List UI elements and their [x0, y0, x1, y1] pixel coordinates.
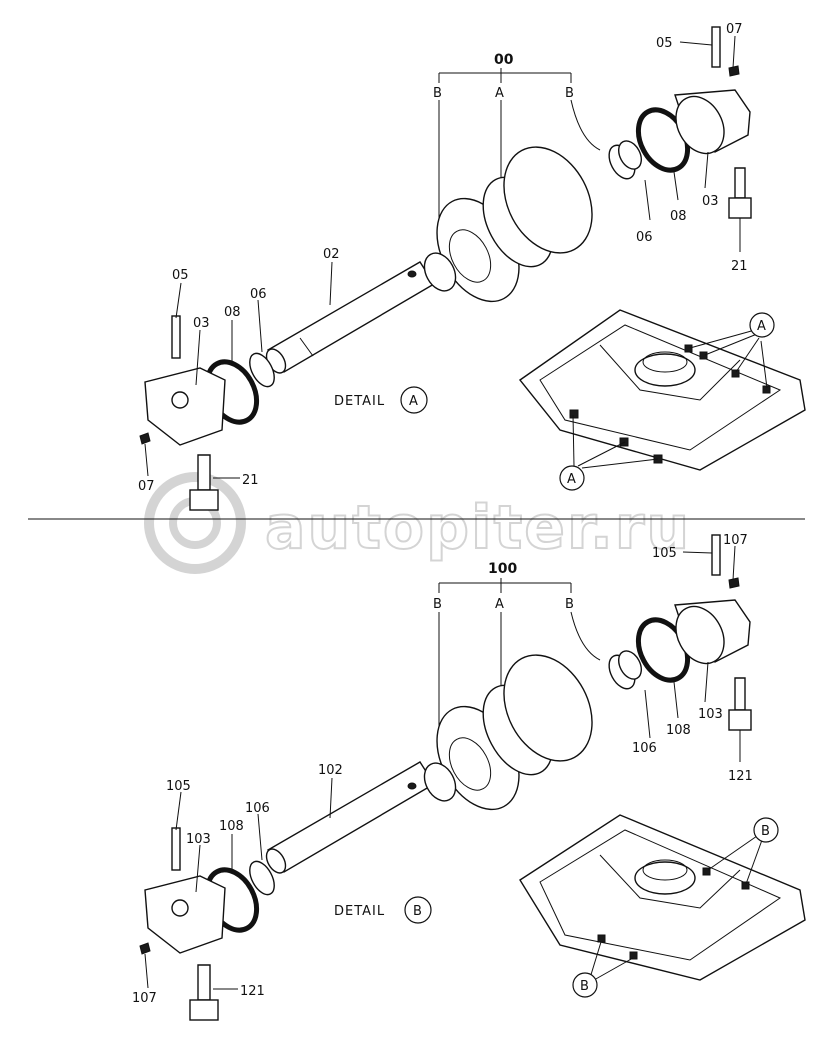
- lower-bracket-b-right: B: [565, 597, 574, 612]
- upper-callout-lines: [572, 329, 768, 469]
- lower-bracket-a: A: [495, 597, 504, 612]
- lower-label-103-left: 103: [186, 832, 211, 847]
- lower-shaft: [265, 761, 435, 874]
- lower-detail-label: DETAIL: [334, 904, 385, 919]
- upper-roller: [423, 140, 642, 303]
- lower-label-108-left: 108: [219, 819, 244, 834]
- upper-track-frame: [518, 309, 806, 471]
- lower-left-end: [139, 827, 275, 1021]
- upper-label-06-left: 06: [250, 287, 267, 302]
- upper-leaders: [144, 35, 741, 479]
- upper-label-07: 07: [726, 22, 743, 37]
- lower-callout-letter-bottom: B: [580, 979, 589, 994]
- lower-callout-lines: [589, 835, 763, 981]
- upper-label-02: 02: [323, 247, 340, 262]
- upper-label-21: 21: [731, 259, 748, 274]
- lower-label-108: 108: [666, 723, 691, 738]
- upper-callout-circle-bottom: [559, 465, 585, 491]
- upper-callout-circle-top: [749, 312, 775, 338]
- lower-detail-letter: B: [413, 904, 422, 919]
- upper-bracket-a: A: [495, 86, 504, 101]
- lower-label-105: 105: [652, 546, 677, 561]
- lower-detail-circle: [404, 896, 432, 924]
- lower-label-105-left: 105: [166, 779, 191, 794]
- upper-label-05-left: 05: [172, 268, 189, 283]
- lower-label-107: 107: [723, 533, 748, 548]
- lower-bracket-b-left: B: [433, 597, 442, 612]
- upper-bracket-b-left: B: [433, 86, 442, 101]
- lower-assembly: 100 B A B: [132, 533, 806, 1021]
- lower-label-121-left: 121: [240, 984, 265, 999]
- lower-callout-circle-bottom: [572, 972, 598, 998]
- upper-label-06: 06: [636, 230, 653, 245]
- lower-track-frame: [519, 814, 806, 981]
- upper-assembly-number: 00: [494, 52, 514, 68]
- lower-label-107-left: 107: [132, 991, 157, 1006]
- upper-label-08: 08: [670, 209, 687, 224]
- upper-detail-letter: A: [409, 394, 418, 409]
- watermark-text: autopiter.ru: [265, 493, 691, 563]
- upper-right-end: [635, 26, 752, 219]
- lower-label-121: 121: [728, 769, 753, 784]
- lower-right-end: [635, 534, 752, 731]
- lower-roller: [423, 650, 642, 811]
- upper-shaft: [265, 261, 435, 374]
- upper-label-21-left: 21: [242, 473, 259, 488]
- upper-label-07-left: 07: [138, 479, 155, 494]
- upper-label-03: 03: [702, 194, 719, 209]
- lower-callout-circle-top: [753, 817, 779, 843]
- upper-detail-label: DETAIL: [334, 394, 385, 409]
- upper-bracket-b-right: B: [565, 86, 574, 101]
- upper-bracket: [438, 68, 601, 235]
- upper-label-05: 05: [656, 36, 673, 51]
- upper-left-end: [139, 315, 275, 511]
- lower-label-102: 102: [318, 763, 343, 778]
- upper-label-08-left: 08: [224, 305, 241, 320]
- lower-leaders: [144, 545, 741, 990]
- lower-label-106-left: 106: [245, 801, 270, 816]
- upper-label-03-left: 03: [193, 316, 210, 331]
- lower-bracket: [438, 578, 601, 735]
- lower-label-103: 103: [698, 707, 723, 722]
- lower-callout-letter-top: B: [761, 824, 770, 839]
- upper-callout-letter-top: A: [757, 319, 766, 334]
- upper-detail-circle: [400, 386, 428, 414]
- watermark: autopiter.ru: [144, 472, 691, 574]
- lower-label-106: 106: [632, 741, 657, 756]
- lower-assembly-number: 100: [488, 561, 517, 577]
- upper-assembly: 00 B A B: [138, 22, 806, 511]
- upper-callout-letter-bottom: A: [567, 472, 576, 487]
